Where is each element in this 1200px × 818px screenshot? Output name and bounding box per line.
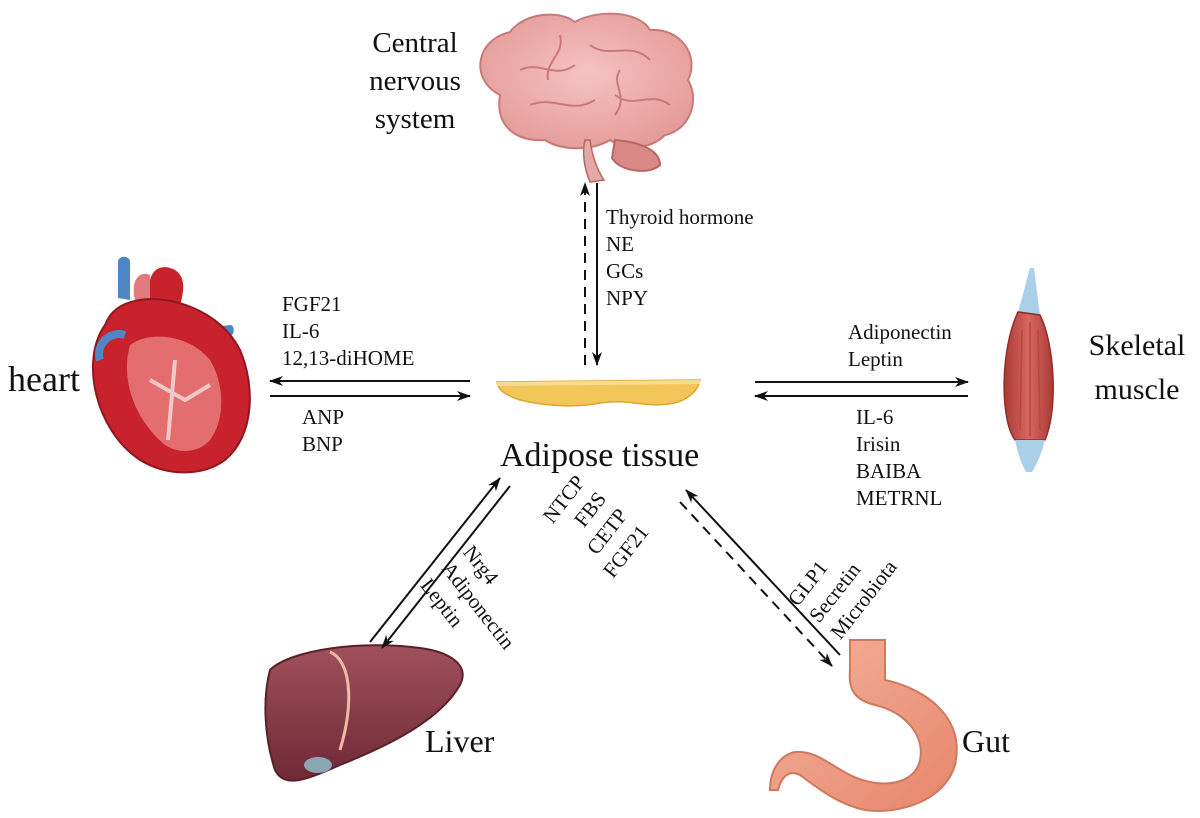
signals-muscle-to-adipose: IL-6 Irisin BAIBA METRNL [856, 404, 942, 512]
signal-label: Leptin [848, 347, 903, 371]
signals-cns-to-adipose: Thyroid hormone NE GCs NPY [606, 204, 754, 312]
signal-label: Thyroid hormone [606, 205, 754, 229]
signal-label: METRNL [856, 486, 943, 510]
signal-label: Adiponectin [848, 320, 952, 344]
muscle-icon [1003, 268, 1054, 472]
stomach-icon [768, 639, 958, 812]
muscle-label-line: muscle [1094, 373, 1180, 406]
signal-label: NE [606, 232, 634, 256]
arrow-adipose-to-gut-dashed [679, 501, 833, 667]
signal-label: GCs [606, 259, 644, 283]
gut-label: Gut [962, 723, 1010, 759]
brain-icon [479, 12, 694, 183]
signals-adipose-to-muscle: Adiponectin Leptin [848, 319, 952, 373]
cns-label: Central nervous system [360, 24, 470, 138]
arrow-liver-to-adipose [369, 477, 501, 643]
signal-label: NPY [606, 286, 649, 310]
signal-label: BNP [302, 432, 343, 456]
signals-adipose-to-heart: FGF21 IL-6 12,13-diHOME [282, 291, 414, 372]
signals-heart-to-adipose: ANP BNP [302, 404, 344, 458]
muscle-label: Skeletal muscle [1080, 324, 1194, 412]
heart-label: heart [8, 359, 80, 399]
liver-label: Liver [425, 723, 495, 759]
signal-label: FGF21 [282, 292, 342, 316]
adipose-tissue-icon [496, 379, 701, 407]
signal-label: 12,13-diHOME [282, 346, 415, 370]
signal-label: BAIBA [856, 459, 922, 483]
arrow-gut-to-adipose [685, 489, 841, 656]
cns-label-line: system [374, 103, 456, 135]
muscle-label-line: Skeletal [1088, 329, 1186, 362]
signal-label: IL-6 [856, 405, 894, 429]
cns-label-line: Central [372, 27, 458, 59]
adipose-tissue-label: Adipose tissue [500, 437, 700, 474]
signal-label: Irisin [856, 432, 901, 456]
signal-label: ANP [302, 405, 345, 429]
cns-label-line: nervous [369, 65, 461, 97]
liver-icon [264, 644, 464, 782]
heart-icon [91, 256, 251, 474]
signal-label: IL-6 [282, 319, 320, 343]
arrow-adipose-to-liver [381, 485, 511, 649]
